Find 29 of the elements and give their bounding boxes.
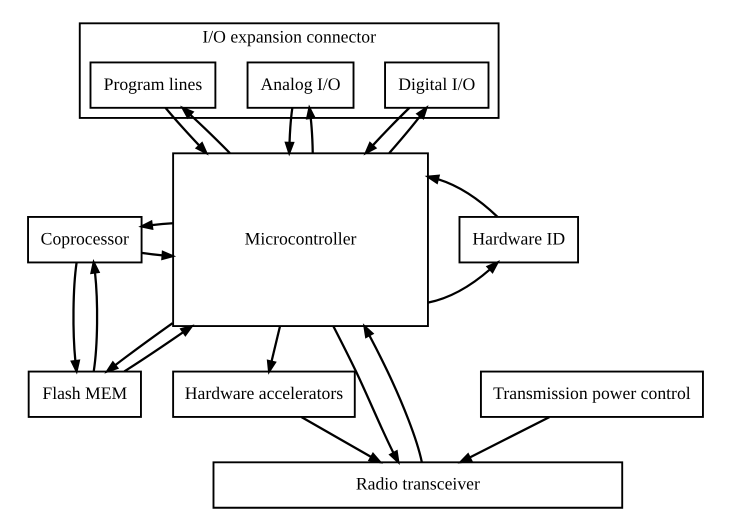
node-box: Analog I/O xyxy=(246,62,354,109)
arrow xyxy=(301,416,384,464)
arrow xyxy=(332,326,400,466)
node-box: Microcontroller xyxy=(172,152,429,328)
arrow xyxy=(142,250,176,260)
arrow xyxy=(364,107,410,156)
arrow xyxy=(428,260,500,304)
node-box: Program lines xyxy=(90,62,216,109)
arrow xyxy=(180,106,231,154)
arrow xyxy=(424,174,498,218)
node-box: Hardware accelerators xyxy=(172,370,356,418)
node-box: Coprocessor xyxy=(27,216,143,264)
arrow xyxy=(164,107,209,156)
arrow xyxy=(458,416,550,464)
arrow xyxy=(138,220,173,230)
arrow xyxy=(388,105,428,154)
arrow xyxy=(70,262,80,375)
arrow xyxy=(306,104,316,154)
node-box: Transmission power control xyxy=(480,370,704,418)
node-box: Radio transceiver xyxy=(212,461,624,509)
arrow xyxy=(362,323,423,462)
node-box: Hardware ID xyxy=(458,216,580,264)
arrow xyxy=(104,322,174,374)
arrow xyxy=(124,324,194,372)
node-box: Digital I/O xyxy=(384,62,490,109)
arrow xyxy=(284,108,295,156)
arrow xyxy=(266,326,282,375)
arrow xyxy=(90,259,100,372)
node-box: Flash MEM xyxy=(28,370,142,418)
